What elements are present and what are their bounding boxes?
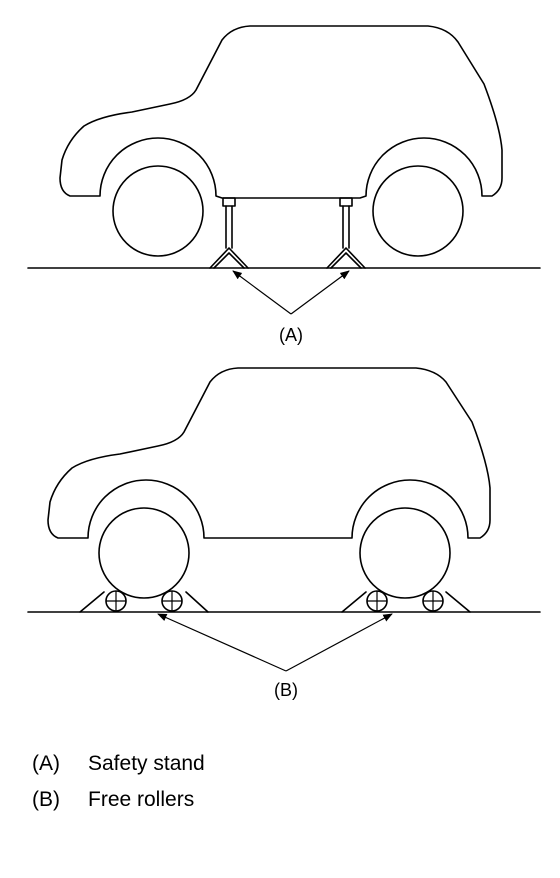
legend-code: (A) xyxy=(32,752,60,775)
front-wheel-top xyxy=(112,165,204,257)
legend-text: Free rollers xyxy=(88,788,195,811)
leader-a-left xyxy=(232,270,292,315)
callout-a: (A) xyxy=(279,325,303,345)
rear-wheel-bottom xyxy=(359,507,451,599)
front-wheel-bottom xyxy=(98,507,190,599)
callout-b: (B) xyxy=(274,680,298,700)
leader-a-right xyxy=(290,270,350,315)
free-roller-front xyxy=(79,590,209,613)
free-roller-rear xyxy=(341,590,471,613)
legend-item-b: (B) Free rollers xyxy=(32,788,194,812)
figure-free-rollers: (B) xyxy=(27,367,541,700)
legend-text: Safety stand xyxy=(88,752,205,775)
figure-safety-stand: (A) xyxy=(27,25,541,345)
legend-code: (B) xyxy=(32,788,60,811)
car-body-top xyxy=(59,25,503,199)
leader-b-right xyxy=(285,613,393,672)
leader-b-left xyxy=(157,613,287,672)
safety-stand-left xyxy=(209,197,249,269)
safety-stand-right xyxy=(326,197,366,269)
legend-item-a: (A) Safety stand xyxy=(32,752,205,776)
rear-wheel-top xyxy=(372,165,464,257)
car-body-bottom xyxy=(47,367,491,539)
